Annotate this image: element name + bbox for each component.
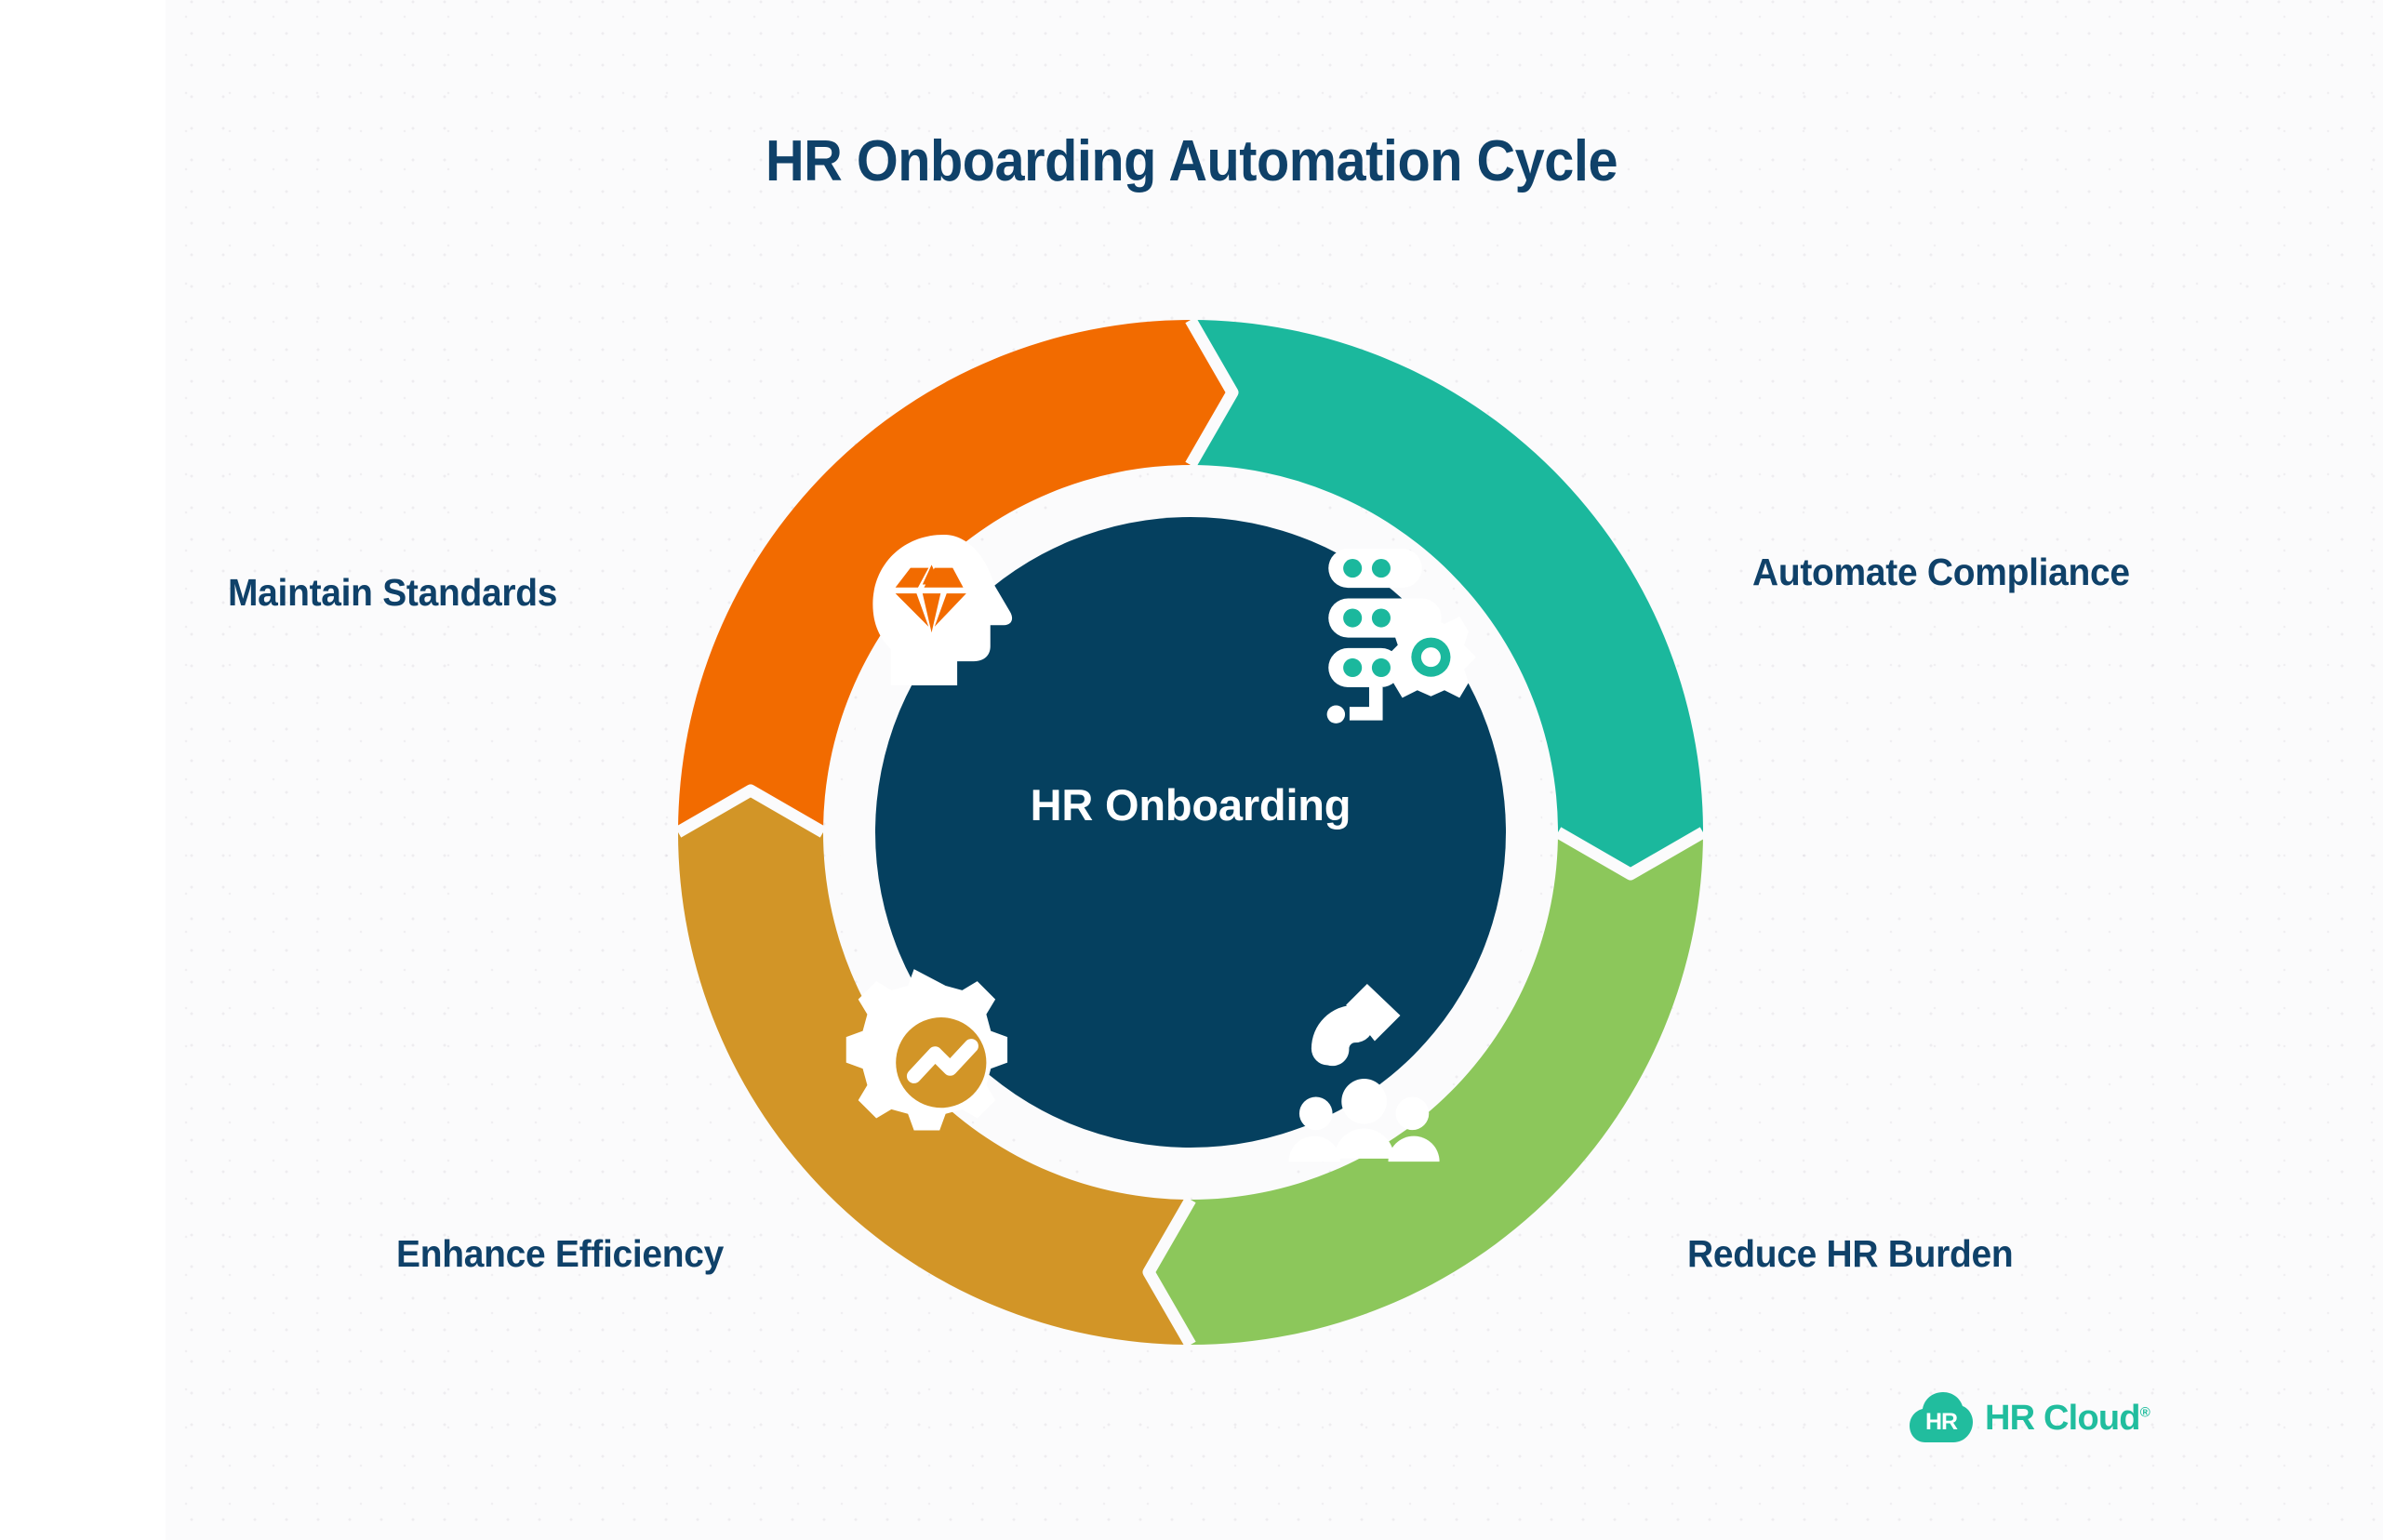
registered-mark: ® [2139, 1403, 2150, 1420]
server-gear-icon [1326, 549, 1476, 724]
segment-enhance-efficiency[interactable] [678, 790, 1191, 1345]
logo-name: HR Cloud [1985, 1398, 2140, 1438]
segment-reduce-hr-burden[interactable] [1149, 832, 1703, 1345]
page-title: HR Onboarding Automation Cycle [765, 129, 1618, 193]
gear-pulse-icon [845, 969, 1008, 1131]
head-diamond-icon [872, 535, 1013, 685]
segment-label-automate-compliance: Automate Compliance [1752, 551, 2130, 593]
segment-label-enhance-efficiency: Enhance Efficiency [396, 1232, 725, 1275]
cycle-diagram [674, 316, 1707, 1348]
segment-automate-compliance[interactable] [1191, 320, 1703, 874]
segment-label-maintain-standards: Maintain Standards [228, 571, 558, 614]
segment-maintain-standards[interactable] [678, 320, 1232, 832]
logo-wordmark: HR Cloud® [1985, 1399, 2150, 1439]
people-group-arrow-icon [1288, 984, 1440, 1162]
segment-shape-reduce-hr-burden[interactable] [1149, 832, 1703, 1345]
segment-shape-maintain-standards[interactable] [678, 320, 1232, 832]
cloud-icon: HR [1910, 1392, 1973, 1442]
segment-shape-automate-compliance[interactable] [1191, 320, 1703, 874]
background-left-strip [0, 0, 166, 1540]
segment-dividers [674, 316, 1707, 1348]
hr-cloud-logo[interactable]: HR HR Cloud® [1910, 1392, 2150, 1444]
segment-shape-enhance-efficiency[interactable] [678, 790, 1191, 1345]
svg-text:HR: HR [1925, 1409, 1958, 1435]
segment-label-reduce-hr-burden: Reduce HR Burden [1687, 1232, 2014, 1275]
